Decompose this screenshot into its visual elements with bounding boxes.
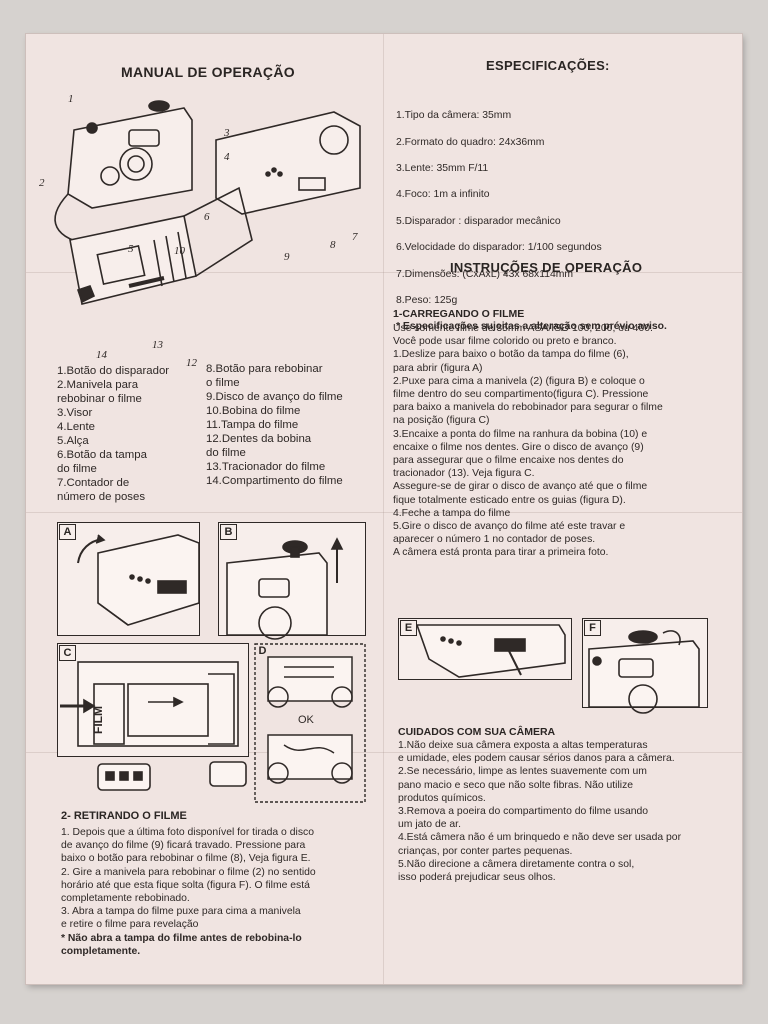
part-item: do filme — [206, 447, 246, 459]
retirando-warning: * Não abra a tampa do filme antes de reb… — [61, 933, 302, 958]
diagram-number: 6 — [204, 211, 210, 223]
spec-item: 5.Disparador : disparador mecânico — [396, 215, 561, 227]
fold-line — [383, 34, 384, 984]
spec-item: 1.Tipo da câmera: 35mm — [396, 110, 512, 122]
figure-e-drawing — [415, 624, 566, 678]
manual-title: MANUAL DE OPERAÇÃO — [121, 64, 295, 80]
figure-c-drawing: FILM — [60, 661, 239, 747]
diagram-number: 2 — [39, 177, 45, 189]
figure-e: E — [398, 618, 572, 680]
figure-c-label: C — [59, 645, 76, 661]
loading-film-title: 1-CARREGANDO O FILME — [393, 308, 525, 320]
part-item: 1.Botão do disparador — [57, 365, 170, 377]
part-item: o filme — [206, 377, 240, 389]
figure-c: FILM C — [57, 643, 249, 757]
figure-f-label: F — [584, 620, 601, 636]
figure-f: F — [582, 618, 708, 714]
figure-b-drawing — [226, 537, 344, 640]
part-item: 11.Tampa do filme — [206, 419, 299, 431]
instruction-sheet: MANUAL DE OPERAÇÃO 1 2 — [26, 34, 742, 984]
parts-list-right: 8.Botão para rebobinar o filme 9.Disco d… — [206, 362, 343, 488]
part-item: 6.Botão da tampa — [57, 449, 147, 461]
diagram-number: 3 — [223, 127, 230, 139]
spec-item: 3.Lente: 35mm F/11 — [396, 163, 489, 175]
instructions-title: INSTRUÇÕES DE OPERAÇÃO — [450, 260, 643, 275]
fold-line — [26, 512, 742, 513]
film-parts-drawing — [97, 761, 247, 791]
part-item: 12.Dentes da bobina — [206, 433, 312, 445]
diagram-number: 12 — [186, 357, 198, 369]
fold-line — [26, 752, 742, 753]
figure-d-label: D — [258, 645, 267, 657]
retirando-title: 2- RETIRANDO O FILME — [61, 810, 187, 822]
retirando-body: 1. Depois que a última foto disponível f… — [61, 827, 316, 931]
spec-item: 6.Velocidade do disparador: 1/100 segund… — [396, 242, 602, 254]
diagram-number: 9 — [284, 251, 290, 263]
part-item: 14.Compartimento do filme — [206, 475, 343, 487]
part-item: 7.Contador de — [57, 477, 130, 489]
diagram-number: 13 — [152, 339, 164, 351]
spec-item: 7.Dimensões: (CxAxL) 43x 68x114mm — [396, 268, 574, 280]
part-item: 9.Disco de avanço do filme — [206, 391, 343, 403]
diagram-number: 1 — [68, 93, 74, 105]
figure-e-label: E — [400, 620, 417, 636]
part-item: 13.Tracionador do filme — [206, 461, 326, 473]
spec-note: * Especificações sujeitas a alteração se… — [396, 321, 667, 333]
care-body: 1.Não deixe sua câmera exposta a altas t… — [398, 740, 682, 884]
film-text: FILM — [91, 706, 105, 734]
part-item: do filme — [57, 463, 97, 475]
part-item: 10.Bobina do filme — [206, 405, 301, 417]
spec-item: 4.Foco: 1m a infinito — [396, 189, 490, 201]
figure-a-label: A — [59, 524, 76, 540]
fold-line — [26, 272, 742, 273]
diagram-number: 7 — [352, 231, 358, 243]
spec-item: 8.Peso: 125g — [396, 295, 458, 307]
part-item: número de poses — [57, 491, 146, 503]
figure-d-drawing: OK — [254, 643, 366, 803]
diagram-number: 4 — [224, 151, 230, 163]
specs-list: 1.Tipo da câmera: 35mm 2.Formato do quad… — [396, 96, 726, 347]
part-item: rebobinar o filme — [57, 393, 142, 405]
figure-a: A — [57, 522, 200, 636]
figure-b-label: B — [220, 524, 237, 540]
figure-f-drawing — [588, 630, 700, 714]
part-item: 3.Visor — [57, 407, 93, 419]
figure-a-drawing — [77, 534, 200, 626]
camera-parts-diagram: 1 2 3 4 5 6 7 8 9 10 12 13 14 — [39, 93, 361, 369]
figure-b: B — [218, 522, 366, 640]
diagram-number: 14 — [96, 349, 108, 361]
part-item: 2.Manivela para — [57, 379, 139, 391]
part-item: 5.Alça — [57, 435, 89, 447]
diagram-number: 5 — [128, 243, 134, 255]
part-item: 4.Lente — [57, 421, 96, 433]
ok-text: OK — [298, 714, 315, 726]
specs-title: ESPECIFICAÇÕES: — [486, 58, 610, 73]
spec-item: 2.Formato do quadro: 24x36mm — [396, 136, 545, 148]
diagram-number: 8 — [330, 239, 336, 251]
part-item: 8.Botão para rebobinar — [206, 363, 323, 375]
figure-d: OK D — [254, 643, 366, 803]
loading-film-body: Use somente filme de 35mm ASA/ISO 100, 2… — [393, 323, 663, 559]
care-title: CUIDADOS COM SUA CÂMERA — [398, 726, 556, 738]
parts-list-left: 1.Botão do disparador 2.Manivela para re… — [57, 364, 169, 504]
diagram-number: 10 — [174, 245, 186, 257]
